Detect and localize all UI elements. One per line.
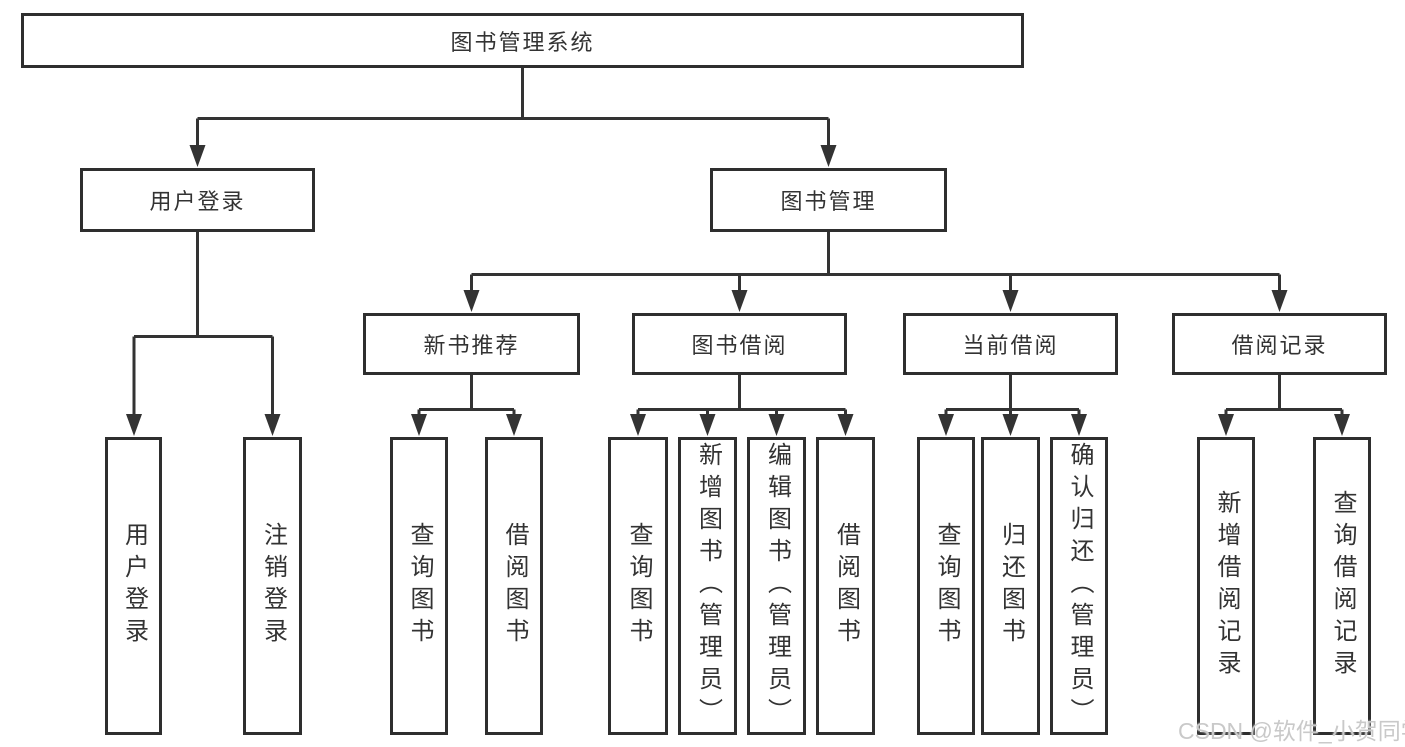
leaf-user-login-label: 用户登录 xyxy=(120,522,148,650)
leaf-logout-label: 注销登录 xyxy=(259,522,287,650)
leaf-confirm-return-admin-label: 确认归还（管理员） xyxy=(1066,442,1093,730)
leaf-query-books-recommend: 查询图书 xyxy=(390,437,448,735)
csdn-watermark: CSDN @软件_小贺同学 xyxy=(1178,718,1405,744)
leaf-borrow-books-recommend: 借阅图书 xyxy=(485,437,543,735)
node-library-management-system: 图书管理系统 xyxy=(21,13,1024,68)
leaf-borrow-books-recommend-label: 借阅图书 xyxy=(501,522,528,650)
leaf-edit-books-admin: 编辑图书（管理员） xyxy=(747,437,806,735)
node-user-login: 用户登录 xyxy=(80,168,315,232)
leaf-borrow-books: 借阅图书 xyxy=(816,437,875,735)
leaf-edit-books-admin-label: 编辑图书（管理员） xyxy=(763,442,791,730)
leaf-add-borrow-record: 新增借阅记录 xyxy=(1197,437,1255,735)
node-current-borrowing: 当前借阅 xyxy=(903,313,1118,375)
leaf-query-books-current-label: 查询图书 xyxy=(933,522,960,650)
leaf-query-borrow-record-label: 查询借阅记录 xyxy=(1329,490,1356,682)
leaf-query-books-recommend-label: 查询图书 xyxy=(406,522,433,650)
leaf-add-books-admin: 新增图书（管理员） xyxy=(678,437,737,735)
arrowheads xyxy=(126,145,1350,436)
leaf-user-login: 用户登录 xyxy=(105,437,162,735)
node-book-borrowing: 图书借阅 xyxy=(632,313,847,375)
leaf-add-borrow-record-label: 新增借阅记录 xyxy=(1213,490,1240,682)
leaf-logout: 注销登录 xyxy=(243,437,302,735)
leaf-query-books-borrow-label: 查询图书 xyxy=(625,522,652,650)
node-book-management: 图书管理 xyxy=(710,168,947,232)
node-new-book-recommendation: 新书推荐 xyxy=(363,313,580,375)
leaf-query-borrow-record: 查询借阅记录 xyxy=(1313,437,1371,735)
leaf-query-books-current: 查询图书 xyxy=(917,437,975,735)
node-borrowing-records: 借阅记录 xyxy=(1172,313,1387,375)
leaf-add-books-admin-label: 新增图书（管理员） xyxy=(694,442,722,730)
leaf-query-books-borrow: 查询图书 xyxy=(608,437,668,735)
leaf-return-books-label: 归还图书 xyxy=(997,522,1025,650)
leaf-return-books: 归还图书 xyxy=(981,437,1040,735)
leaf-confirm-return-admin: 确认归还（管理员） xyxy=(1050,437,1108,735)
leaf-borrow-books-label: 借阅图书 xyxy=(832,522,860,650)
